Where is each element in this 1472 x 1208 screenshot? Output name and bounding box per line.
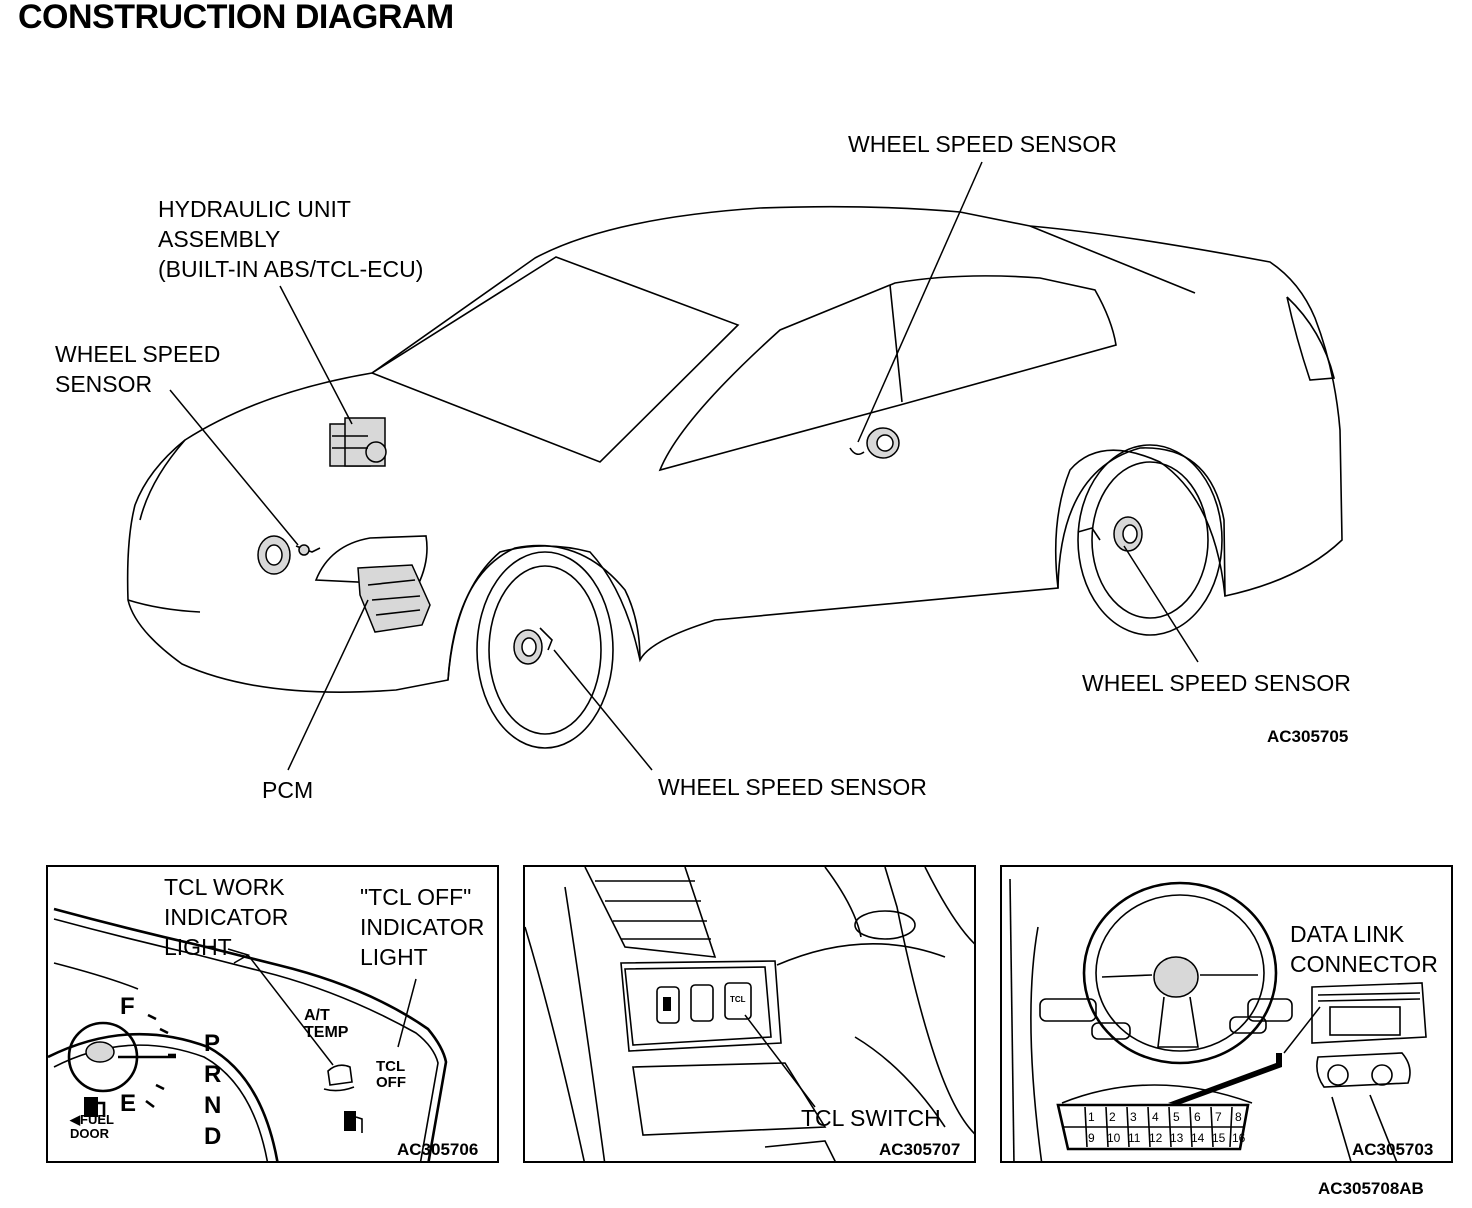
rear-wheel-arch [1057, 447, 1226, 597]
pin-14: 14 [1191, 1131, 1205, 1145]
label-tcl-work-line3: LIGHT [164, 934, 232, 960]
label-hydraulic-line2: ASSEMBLY [158, 226, 281, 252]
label-tcl-work-line2: INDICATOR [164, 904, 289, 930]
label-data-link-line2: CONNECTOR [1290, 951, 1438, 977]
pin-13: 13 [1170, 1131, 1184, 1145]
front-tire [476, 551, 614, 749]
gauge-fuel-full: F [120, 993, 135, 1020]
wss-front-left-icon [257, 535, 321, 575]
pin-4: 4 [1152, 1110, 1159, 1124]
panel2-code: AC305707 [879, 1140, 961, 1159]
wss-front-bottom-icon [513, 627, 553, 665]
pin-5: 5 [1173, 1110, 1180, 1124]
label-tcl-work-line1: TCL WORK [164, 874, 285, 900]
label-wss-rear-top: WHEEL SPEED SENSOR [848, 131, 1117, 157]
pin-9: 9 [1088, 1131, 1095, 1145]
label-data-link-line1: DATA LINK [1290, 921, 1405, 947]
gear-n: N [204, 1092, 222, 1119]
figure-code: AC305708AB [1318, 1179, 1424, 1198]
panel-data-link-connector: DATA LINK CONNECTOR 1 2 3 4 5 6 7 8 9 10… [1000, 865, 1453, 1163]
label-wss-front-bottom: WHEEL SPEED SENSOR [658, 774, 927, 800]
pin-6: 6 [1194, 1110, 1201, 1124]
page-title: CONSTRUCTION DIAGRAM [18, 0, 454, 36]
panel-tcl-switch: TCL TCL SWITCH AC305707 [523, 865, 976, 1163]
gauge-temp-line1: A/T [304, 1007, 330, 1024]
gear-r: R [204, 1061, 222, 1088]
gauge-fuel-empty: E [120, 1090, 137, 1117]
pcm-icon [314, 535, 431, 633]
pin-7: 7 [1215, 1110, 1222, 1124]
pin-2: 2 [1109, 1110, 1116, 1124]
pin-10: 10 [1107, 1131, 1121, 1145]
label-tcl-switch: TCL SWITCH [801, 1105, 941, 1131]
cluster-illustration [48, 907, 448, 1161]
side-window [658, 275, 1117, 472]
gear-p: P [204, 1030, 221, 1057]
label-tcl-off-line3: LIGHT [360, 944, 428, 970]
panel3-code: AC305703 [1352, 1140, 1434, 1159]
gear-d: D [204, 1123, 222, 1150]
tcl-off-lamp-line2: OFF [376, 1074, 406, 1091]
label-wss-front-left-line2: SENSOR [55, 371, 153, 397]
pin-16: 16 [1232, 1131, 1246, 1145]
pin-11: 11 [1128, 1131, 1141, 1145]
label-tcl-off-line1: "TCL OFF" [360, 884, 472, 910]
pin-15: 15 [1212, 1131, 1226, 1145]
label-tcl-off-line2: INDICATOR [360, 914, 485, 940]
dlc-illustration [1009, 878, 1427, 1161]
pin-8: 8 [1235, 1110, 1242, 1124]
tcl-switch-button-text: TCL [730, 995, 746, 1004]
wss-rear-top-icon [849, 427, 900, 459]
rear-tire [1077, 444, 1223, 636]
wss-rear-right-icon [1077, 516, 1143, 552]
gauge-fuel-door-line1: ◀FUEL [70, 1112, 114, 1127]
gauge-temp-line2: TEMP [304, 1024, 349, 1041]
label-pcm: PCM [262, 777, 314, 803]
pin-12: 12 [1149, 1131, 1163, 1145]
pin-1: 1 [1088, 1110, 1095, 1124]
windshield [370, 256, 740, 463]
label-wss-front-left-line1: WHEEL SPEED [55, 341, 221, 367]
tcl-off-lamp-line1: TCL [376, 1058, 406, 1075]
label-hydraulic-line1: HYDRAULIC UNIT [158, 196, 351, 222]
front-wheel-arch [447, 544, 641, 681]
hydraulic-unit-icon [329, 417, 387, 467]
panel1-code: AC305706 [397, 1140, 479, 1159]
label-wss-rear-right: WHEEL SPEED SENSOR [1082, 670, 1351, 696]
main-figure-code: AC305705 [1267, 727, 1349, 746]
car-body-outline [126, 205, 1343, 693]
label-hydraulic-line3: (BUILT-IN ABS/TCL-ECU) [158, 256, 424, 282]
pin-3: 3 [1130, 1110, 1137, 1124]
car-illustration [126, 161, 1343, 771]
panel-instrument-cluster: TCL WORK INDICATOR LIGHT "TCL OFF" INDIC… [46, 865, 499, 1163]
gauge-fuel-door-line2: DOOR [70, 1126, 109, 1141]
switch-illustration [525, 867, 974, 1161]
